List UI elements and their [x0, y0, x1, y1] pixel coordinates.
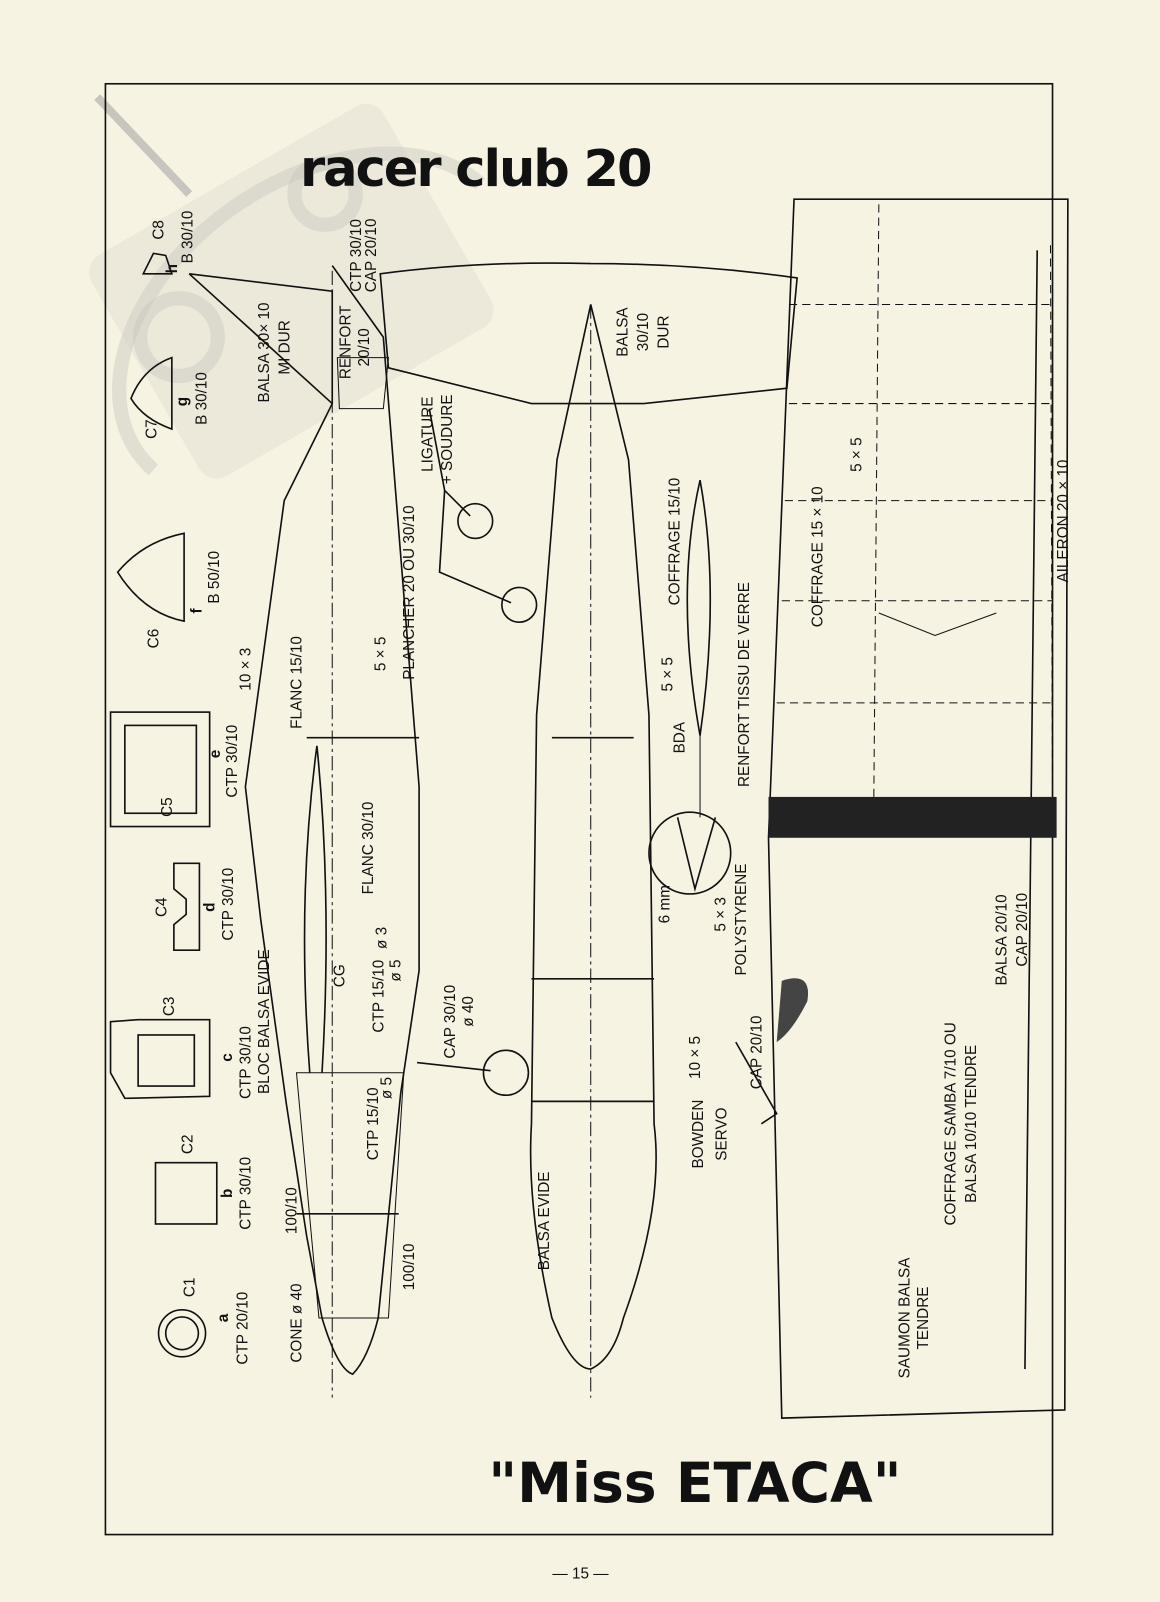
part-c7-label: C7: [144, 419, 161, 439]
label-cap-2010-c: CAP 20/10: [1014, 893, 1031, 967]
label-plancher: PLANCHER 20 OU 30/10: [401, 505, 418, 679]
wing-plan-view: [767, 198, 1069, 1419]
label-tendre: TENDRE: [915, 1286, 932, 1349]
part-labels: C8 h B 30/10 C7 g B 30/10 C6 f B 50/10 C…: [144, 211, 255, 1365]
label-stab-balsa: BALSA: [615, 307, 632, 357]
part-c6-label: C6: [146, 629, 163, 649]
plan-title: racer club 20: [300, 140, 651, 199]
label-ctp-1510-a: CTP 15/10: [370, 960, 387, 1033]
part-c3-letter: c: [219, 1053, 236, 1062]
label-10x5: 10 × 5: [687, 1036, 704, 1079]
part-c3-material: CTP 30/10: [238, 1026, 255, 1099]
part-c4-material: CTP 30/10: [220, 868, 237, 941]
airfoil-detail: [648, 480, 778, 1125]
label-fin-midur: MI DUR: [276, 320, 293, 374]
label-stab-thk: 30/10: [635, 313, 652, 351]
label-flanc-3010: FLANC 30/10: [360, 802, 377, 895]
label-100-10-a: 100/10: [283, 1187, 300, 1234]
part-c8-letter: h: [164, 264, 181, 273]
part-c5-material: CTP 30/10: [224, 725, 241, 798]
part-c1-material: CTP 20/10: [234, 1292, 251, 1365]
label-dia40: ø 40: [460, 996, 477, 1027]
label-ctp-1510-b: CTP 15/10: [365, 1087, 382, 1160]
label-renfort-thk: 20/10: [356, 328, 373, 366]
label-dia3: ø 3: [373, 927, 390, 949]
label-flanc-1510: FLANC 15/10: [289, 636, 306, 729]
label-stringer-10x3: 10 × 3: [238, 648, 255, 691]
label-coffrage-samba: COFFRAGE SAMBA 7/10 OU: [942, 1022, 959, 1225]
label-cap-2010-b: CAP 20/10: [748, 1015, 765, 1089]
fuselage-side-view: [188, 265, 530, 1398]
part-c3-label: C3: [161, 997, 178, 1017]
part-c6-material: B 50/10: [206, 551, 223, 604]
part-c4-label: C4: [154, 897, 171, 917]
part-c5-label: C5: [159, 797, 176, 817]
label-renfort: RENFORT: [338, 305, 355, 379]
fiberglass-reinforcement: [768, 796, 1057, 838]
label-dia5-b: ø 5: [378, 1077, 395, 1099]
label-aileron: AILERON 20 × 10: [1055, 460, 1072, 583]
page-number: — 15 —: [552, 1566, 609, 1583]
label-cap-3010: CAP 30/10: [442, 985, 459, 1059]
label-balsa-2010: BALSA 20/10: [994, 894, 1011, 985]
label-fus-5x5: 5 × 5: [372, 637, 389, 671]
label-coffrage-15x10: COFFRAGE 15 × 10: [810, 486, 827, 627]
part-c2-letter: b: [219, 1189, 236, 1198]
label-fin-balsa: BALSA 30× 10: [256, 302, 273, 402]
part-c5-letter: e: [207, 750, 224, 759]
bulkheads: [109, 252, 218, 1358]
label-bloc-balsa: BLOC BALSA EVIDE: [256, 949, 273, 1094]
part-c8-label: C8: [151, 220, 168, 240]
label-cap-2010: CAP 20/10: [363, 219, 380, 293]
label-100-10-b: 100/10: [401, 1243, 418, 1290]
label-5x3: 5 × 3: [713, 897, 730, 931]
label-stab-dur: DUR: [655, 315, 672, 348]
plan-subtitle: "Miss ETACA": [488, 1452, 901, 1516]
part-c7-letter: g: [174, 397, 191, 406]
part-c1-letter: a: [215, 1313, 232, 1322]
label-saumon: SAUMON BALSA: [896, 1257, 913, 1379]
label-servo: SERVO: [714, 1107, 731, 1160]
label-cone: CONE ø 40: [289, 1284, 306, 1363]
label-bowden: BOWDEN: [690, 1100, 707, 1169]
part-c2-label: C2: [179, 1134, 196, 1154]
watermark: [89, 94, 494, 479]
part-c8-material: B 30/10: [179, 211, 196, 264]
label-balsa-evide: BALSA EVIDE: [536, 1172, 553, 1271]
label-soudure: + SOUDURE: [439, 394, 456, 484]
label-balsa-tendre: BALSA 10/10 TENDRE: [963, 1045, 980, 1203]
label-ctp-3010: CTP 30/10: [348, 219, 365, 292]
part-c1-label: C1: [181, 1278, 198, 1298]
label-wing-5x5: 5 × 5: [848, 437, 865, 471]
label-bda: BDA: [672, 721, 689, 753]
label-renfort-tissu: RENFORT TISSU DE VERRE: [736, 582, 753, 787]
annotation-labels: BALSA 30× 10 MI DUR RENFORT 20/10 CTP 30…: [238, 219, 1072, 1379]
label-ligature: LIGATURE: [419, 396, 436, 471]
label-rib-5x5: 5 × 5: [659, 657, 676, 691]
label-dia5-a: ø 5: [388, 960, 405, 982]
label-cg: CG: [332, 964, 349, 987]
label-coffrage-1510: COFFRAGE 15/10: [667, 478, 684, 606]
part-c7-material: B 30/10: [194, 372, 211, 425]
part-c6-letter: f: [188, 608, 205, 614]
part-c4-letter: d: [202, 903, 219, 912]
label-polystyrene: POLYSTYRENE: [733, 863, 750, 975]
landing-gear-detail: [428, 408, 538, 624]
part-c2-material: CTP 30/10: [238, 1157, 255, 1230]
label-6mm: 6 mm: [656, 885, 673, 923]
